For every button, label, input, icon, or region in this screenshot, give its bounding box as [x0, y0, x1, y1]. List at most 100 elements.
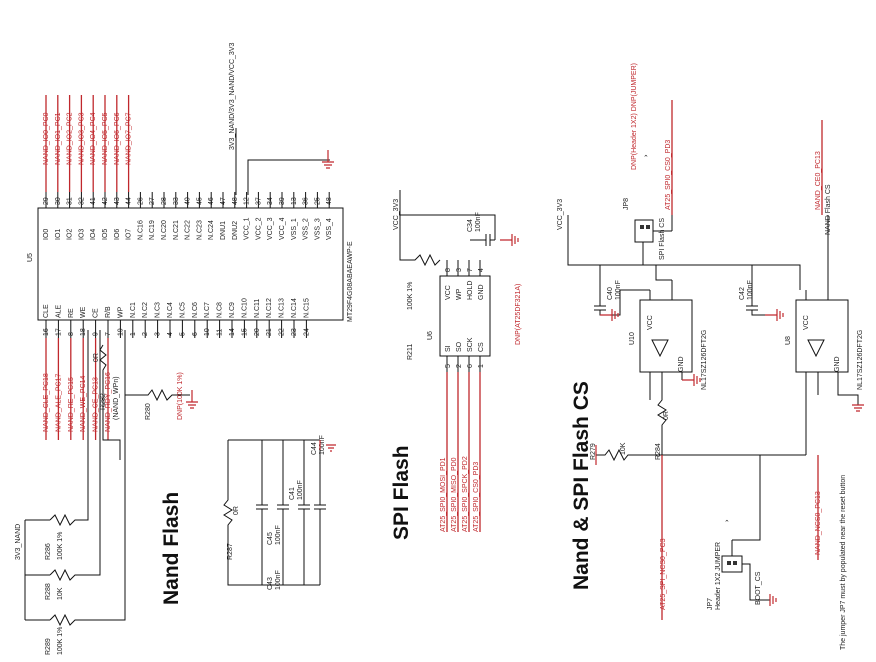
u5-bottom-pin-num: 20 — [254, 328, 261, 336]
u5-bottom-pin-name: N.C8 — [217, 302, 224, 318]
boot-cs-label: BOOT_CS — [755, 571, 762, 605]
u6-ref: U6 — [427, 331, 434, 340]
u5-bottom-pin-num: 16 — [43, 328, 50, 336]
u5-bottom-pin-name: N.C9 — [229, 302, 236, 318]
c42-value: 100nF — [747, 280, 754, 300]
u5-top-pin-num: 42 — [102, 197, 109, 205]
npcs0-net-label: AT25_SPI_NCS0_PC3 — [660, 538, 667, 610]
u6-pin-name: HOLD — [467, 281, 474, 300]
u5-bottom-pin-name: N.C11 — [254, 299, 261, 318]
u10-ref: U10 — [629, 332, 636, 345]
nand-flash-title: Nand Flash — [160, 492, 183, 605]
u5-top-pin-name: VSS_2 — [303, 218, 310, 240]
spi-flash-cs-label: SPI Flash CS — [659, 218, 666, 260]
u5-bottom-pin-num: 17 — [55, 328, 62, 336]
u5-top-pin-num: 43 — [114, 197, 121, 205]
u5-bottom-pin-name: CE — [93, 308, 100, 318]
c45-label: C45 — [267, 532, 274, 545]
u6-pin-name: CS — [478, 342, 485, 352]
u5-top-pin-name: VCC_3 — [267, 217, 274, 240]
r288-label: R288 — [45, 583, 52, 600]
u5-bottom-pin-name: N.C15 — [303, 298, 310, 318]
nand-io-net-label: NAND_IO0_PC0 — [43, 112, 50, 165]
u10-part: NL17SZ126DFT2G — [701, 330, 708, 390]
u6-pin-num: 6 — [467, 364, 474, 368]
u5-bottom-pin-num: 3 — [155, 332, 162, 336]
c34-value: 100nF — [475, 212, 482, 232]
c42-label: C42 — [739, 287, 746, 300]
u5-bottom-pin-num: 1 — [130, 332, 137, 336]
u5-top-pin-num: 48 — [326, 197, 333, 205]
nand-ctrl-net-label: NAND_RE_PC15 — [68, 377, 75, 432]
nand-ce-net-label: NAND_CE0_PC13 — [815, 151, 822, 210]
nand-flash-cs-label: NAND Flash CS — [825, 184, 832, 235]
jp8-desc: DNP(Header 1X2) DNP(JUMPER) — [631, 63, 638, 170]
u5-bottom-pin-num: 15 — [241, 328, 248, 336]
u6-pin-num: 7 — [467, 268, 474, 272]
u5-bottom-pin-num: 8 — [68, 332, 75, 336]
nand-io-net-label: NAND_IO6_PC6 — [114, 112, 121, 165]
u6-pin-name: GND — [478, 284, 485, 300]
r289-label: R289 — [45, 638, 52, 655]
u5-top-pin-name: VSS_4 — [326, 218, 333, 240]
nand-ctrl-net-label: NAND_CLE_PC18 — [43, 373, 50, 432]
r286-label: R286 — [45, 543, 52, 560]
u5-top-pin-num: 13 — [291, 197, 298, 205]
r280-value: DNP(100K 1%) — [177, 372, 184, 420]
u10-chip — [639, 299, 693, 373]
r282-value: 0R — [93, 353, 100, 362]
u6-pin-name: WP — [456, 288, 463, 300]
c44-value: 100nF — [319, 435, 326, 455]
u5-top-pin-name: VCC_4 — [279, 217, 286, 240]
u5-top-pin-num: 41 — [90, 197, 97, 205]
u5-top-pin-name: DNU2 — [232, 221, 239, 240]
u5-top-pins: IO029IO130IO231IO332IO441IO542IO643IO744… — [43, 192, 333, 240]
u5-part: MT29F4G08ABAEAWP-E — [347, 241, 354, 322]
r279-label: R279 — [590, 443, 597, 460]
nand-decoupling-caps — [256, 440, 326, 585]
u5-supply-net: 3V3_NAND/3V3_NAND/VCC_3V3 — [229, 43, 236, 150]
u5-top-pin-num: 39 — [279, 197, 286, 205]
u5-bottom-pin-name: N.C7 — [204, 302, 211, 318]
u5-bottom-pin-name: N.C5 — [179, 302, 186, 318]
u5-top-pin-num: 12 — [244, 197, 251, 205]
r287-label: R287 — [227, 543, 234, 560]
u5-bottom-pin-name: WE — [80, 306, 87, 318]
r287-value: 0R — [233, 506, 240, 515]
u6-pin-num: 3 — [456, 268, 463, 272]
u5-top-pin-name: IO5 — [102, 229, 109, 240]
u8-vcc-pin: VCC — [803, 315, 810, 330]
nand-ctrl-net-label: NAND_CE_PC13 — [93, 377, 100, 432]
u5-bottom-pin-name: WP — [117, 306, 124, 318]
u5-top-pin-name: IO2 — [67, 229, 74, 240]
u6-pin-num: 8 — [445, 268, 452, 272]
u5-bottom-pin-name: N.C3 — [155, 302, 162, 318]
r284-value: 0R — [663, 411, 670, 420]
u5-top-pin-name: N.C21 — [173, 220, 180, 240]
nand-ctrl-net-label: NAND_WE_PC14 — [80, 375, 87, 432]
u5-top-pin-num: 40 — [185, 197, 192, 205]
c40-label: C40 — [607, 287, 614, 300]
u6-pin-num: 2 — [456, 364, 463, 368]
u5-top-pin-num: 31 — [67, 197, 74, 205]
u5-bottom-pin-name: N.C12 — [266, 298, 273, 318]
jp8-header — [634, 219, 654, 243]
r280-label: R280 — [145, 403, 152, 420]
u5-bottom-pin-name: N.C14 — [291, 298, 298, 318]
nand-io-net-label: NAND_IO5_PC5 — [102, 112, 109, 165]
nand-io-net-label: NAND_IO7_PC7 — [126, 112, 133, 165]
u5-top-pin-name: IO3 — [78, 229, 85, 240]
u5-top-pin-num: 44 — [126, 197, 133, 205]
u5-top-pin-name: N.C24 — [208, 220, 215, 240]
u5-top-pin-name: IO0 — [43, 229, 50, 240]
u5-bottom-pin-num: 14 — [229, 328, 236, 336]
c41-value: 100nF — [297, 480, 304, 500]
u5-bottom-pin-num: 21 — [266, 328, 273, 336]
u5-bottom-pin-num: 4 — [167, 332, 174, 336]
cs-vcc-label: VCC_3V3 — [557, 199, 564, 230]
